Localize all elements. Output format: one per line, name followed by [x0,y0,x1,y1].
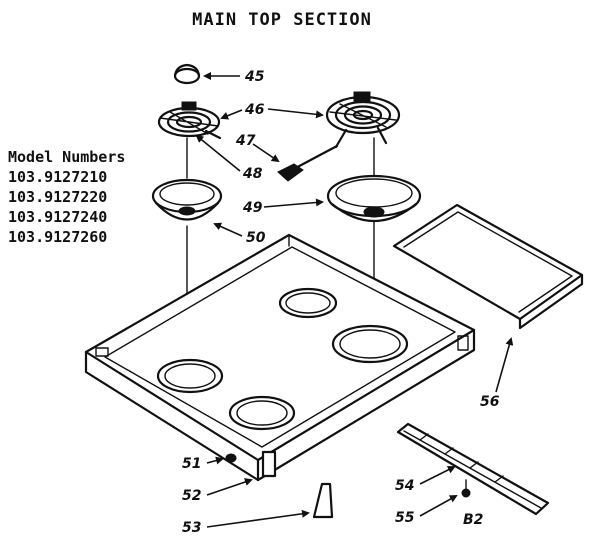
part-51-screw [225,453,237,463]
part-56-cover-panel [392,203,584,330]
model-numbers-heading: Model Numbers [8,148,125,166]
model-number: 103.9127210 [8,168,107,186]
callout-48: 48 [242,166,263,182]
model-number: 103.9127260 [8,228,107,246]
callout-51: 51 [182,456,201,472]
callout-52: 52 [182,488,201,504]
leader-lines [195,72,514,528]
callout-45: 45 [244,69,265,85]
part-55-screw [461,479,471,498]
callout-46: 46 [244,102,265,118]
diagram-title: MAIN TOP SECTION [192,10,372,30]
part-45-cap [173,63,201,85]
model-numbers-block: Model Numbers 103.9127210 103.9127220 10… [8,148,125,246]
callout-50: 50 [246,230,266,246]
part-53-bracket [312,482,334,519]
callout-55: 55 [395,510,415,526]
part-47-terminal-block [277,144,339,182]
model-number: 103.9127220 [8,188,107,206]
main-top-panel [84,233,476,482]
part-50-small-drip-bowl [151,178,223,221]
part-54-trim-strip [396,422,550,516]
callout-49: 49 [242,200,263,216]
callout-54: 54 [395,478,414,494]
callout-53: 53 [182,520,201,536]
part-49-large-drip-bowl [326,174,422,222]
model-number: 103.9127240 [8,208,107,226]
callout-56: 56 [480,394,500,410]
callout-47: 47 [235,133,256,149]
part-46-large-element [325,91,401,149]
part-46-small-element [157,101,222,140]
page-code: B2 [463,512,483,528]
